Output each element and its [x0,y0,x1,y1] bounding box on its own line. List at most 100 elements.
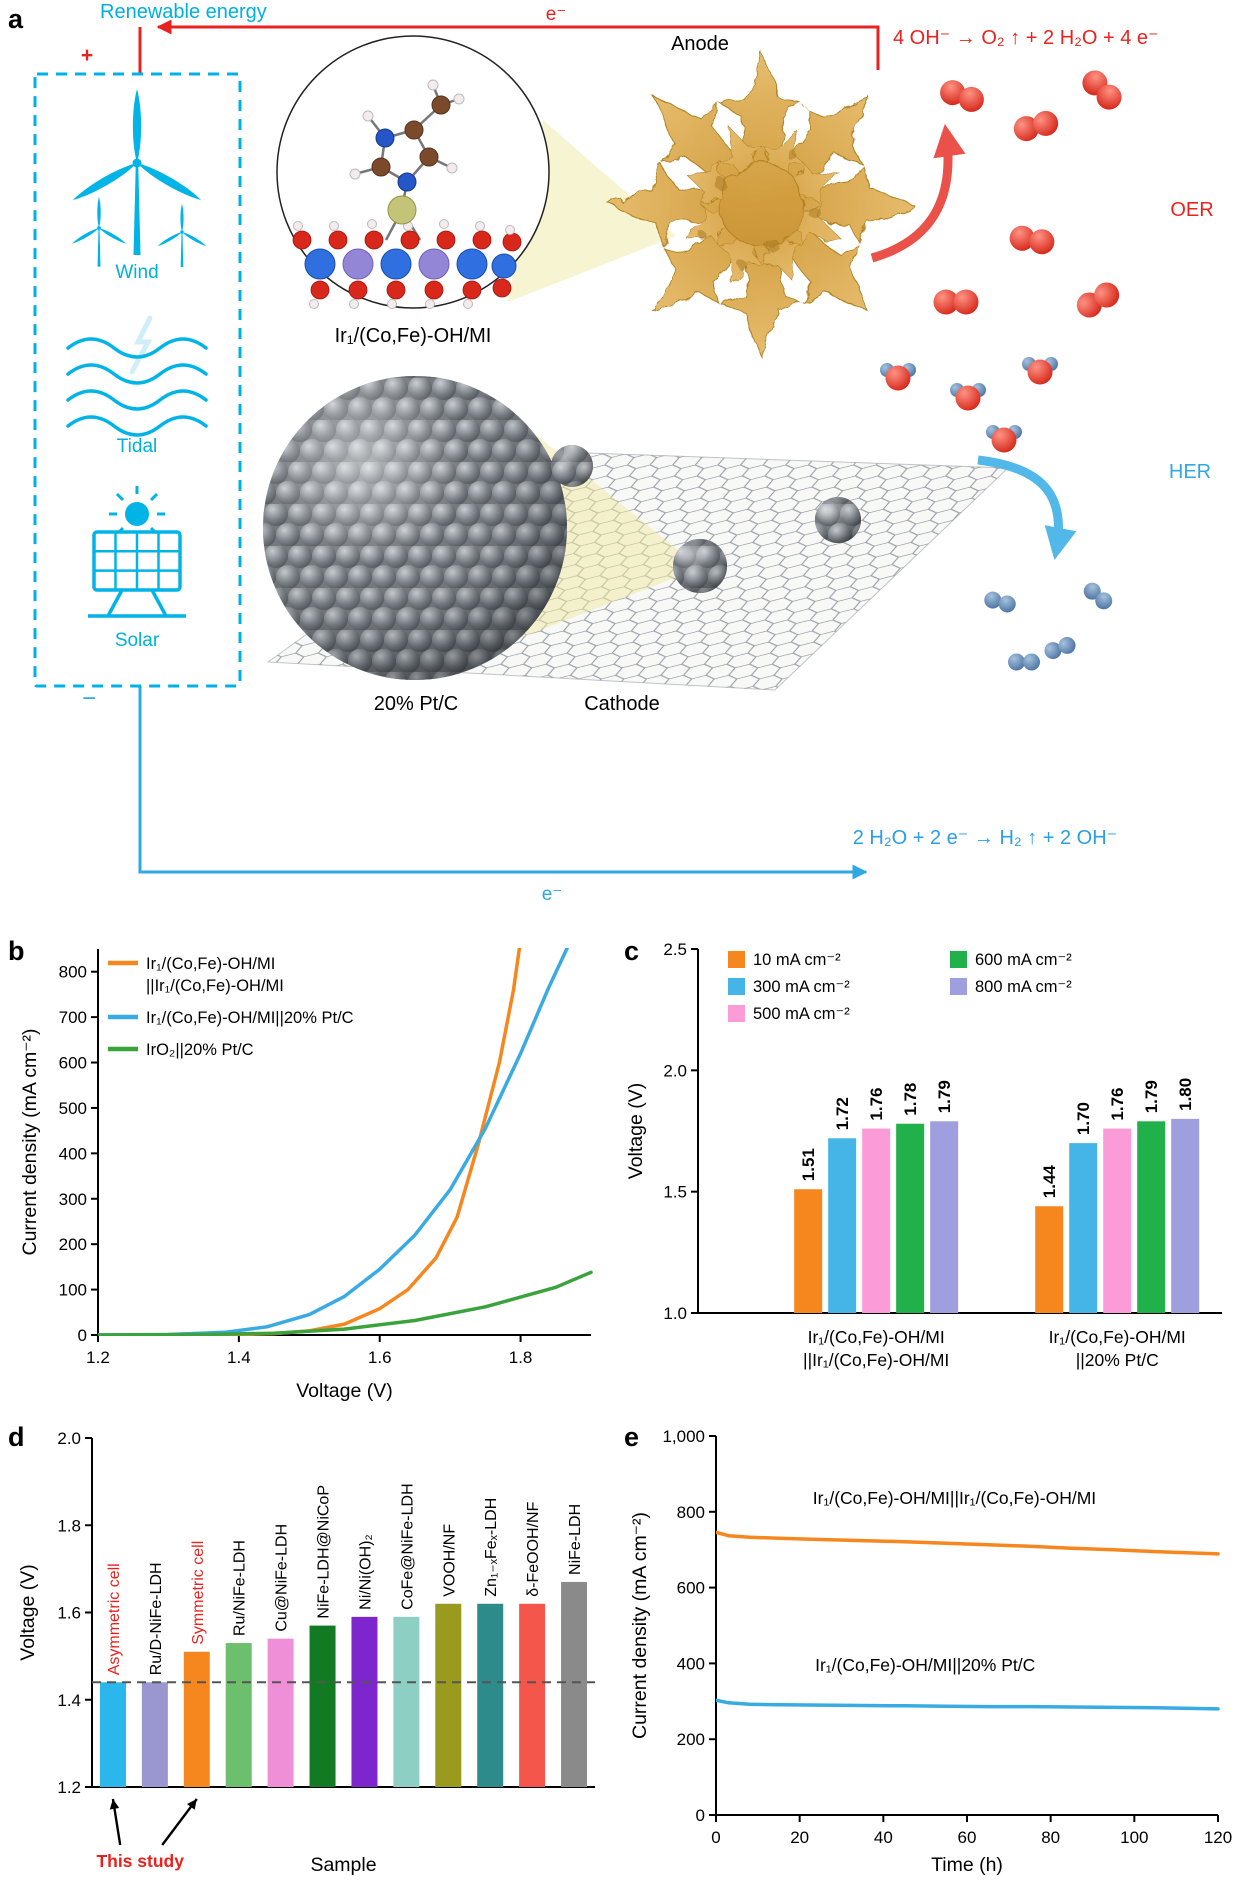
series-inline-label: Ir₁/(Co,Fe)-OH/MI||20% Pt/C [815,1655,1035,1675]
renewable-box [33,72,242,688]
bar-group1-series1 [1069,1143,1098,1313]
legend-label: 300 mA cm⁻² [753,978,850,996]
x-axis-label: Voltage (V) [296,1380,392,1402]
data-series-2 [98,1270,593,1336]
bar-11 [561,1581,588,1787]
bar-group1-series0 [1035,1206,1064,1313]
hydrogen-molecules [984,582,1113,671]
bar-value-label: 1.78 [901,1083,920,1116]
legend-swatch-1 [728,978,745,995]
x-tick-label: 20 [790,1828,809,1847]
x-tick-label: 1.4 [227,1348,251,1367]
bar-label: δ-FeOOH/NF [525,1501,542,1596]
circuit-wire-bottom [138,686,868,880]
bar-label: NiFe-LDH [567,1504,584,1575]
solar-label: Solar [115,630,160,651]
bar-3 [225,1643,252,1787]
bar-value-label: 1.51 [799,1148,818,1181]
group-label: ||Ir₁/(Co,Fe)-OH/MI [803,1350,949,1370]
y-tick-label: 600 [59,1054,87,1073]
x-tick-label: 1.8 [509,1348,533,1367]
y-tick-label: 200 [677,1730,705,1749]
y-tick-label: 0 [78,1326,87,1345]
y-tick-label: 600 [677,1579,705,1598]
legend-label: Ir₁/(Co,Fe)-OH/MI||20% Pt/C [146,1009,354,1027]
bar-5 [309,1625,336,1787]
legend-swatch-3 [950,951,967,968]
y-tick-label: 400 [59,1144,87,1163]
group-label: Ir₁/(Co,Fe)-OH/MI [1049,1327,1186,1347]
her-label: HER [1169,461,1211,483]
x-tick-label: 1.6 [368,1348,392,1367]
group-label: ||20% Pt/C [1076,1350,1159,1370]
renewable-energy-label: Renewable energy [100,1,267,23]
bar-8 [435,1603,462,1787]
y-tick-label: 1.4 [57,1691,81,1710]
minus-terminal: − [82,685,96,712]
x-axis-label: Time (h) [931,1854,1003,1876]
legend-label: 800 mA cm⁻² [975,978,1072,996]
panel-b-label: b [8,936,25,966]
x-tick-label: 120 [1204,1828,1232,1847]
group-label: Ir₁/(Co,Fe)-OH/MI [808,1327,945,1347]
oxygen-molecules [933,70,1122,318]
ptc-sphere [263,376,567,680]
bar-label: Ru/D-NiFe-LDH [148,1562,165,1675]
series-inline-label: Ir₁/(Co,Fe)-OH/MI||Ir₁/(Co,Fe)-OH/MI [813,1488,1096,1508]
bar-label: NiFe-LDH@NiCoP [316,1485,333,1619]
ptc-nanoparticles [551,445,861,593]
bar-6 [351,1616,378,1787]
oer-label: OER [1170,199,1213,221]
bar-value-label: 1.70 [1074,1102,1093,1135]
oer-arrow [870,123,966,263]
catalyst-label: Ir₁/(Co,Fe)-OH/MI [335,325,492,347]
legend-label: 10 mA cm⁻² [753,951,841,969]
y-axis-label: Current density (mA cm⁻²) [629,1512,651,1739]
y-tick-label: 1.6 [57,1604,81,1623]
bar-group0-series3 [896,1123,925,1313]
y-tick-label: 700 [59,1008,87,1027]
iridium-atom [387,195,417,225]
data-series-0 [98,948,522,1336]
y-tick-label: 800 [677,1503,705,1522]
ptc-label: 20% Pt/C [374,693,458,715]
bar-value-label: 1.44 [1040,1165,1059,1199]
plus-terminal: + [81,44,93,67]
bar-value-label: 1.76 [1108,1087,1127,1120]
electron-bottom-label: e⁻ [542,884,563,905]
bar-group1-series4 [1171,1118,1200,1313]
x-tick-label: 1.2 [86,1348,110,1367]
y-tick-label: 0 [696,1806,705,1825]
bar-group0-series2 [862,1128,891,1313]
bar-label: CoFe@NiFe-LDH [399,1483,416,1609]
y-tick-label: 1.5 [663,1183,687,1202]
legend-label: ||Ir₁/(Co,Fe)-OH/MI [146,977,284,995]
annotation-arrowhead [187,1799,197,1810]
wind-label: Wind [115,262,158,283]
data-series-0 [716,1530,1220,1556]
bar-10 [519,1603,546,1787]
catalyst-star-particle [609,52,915,358]
annotation-this-study: This study [96,1851,184,1871]
bar-group1-series2 [1103,1128,1132,1313]
x-axis-label: Sample [310,1854,376,1876]
data-series-1 [716,1698,1220,1711]
bar-group1-series3 [1137,1121,1166,1313]
solar-panel-icon [88,486,186,618]
panel-e-label: e [624,1422,640,1452]
oer-reaction: 4 OH⁻ → O₂ ↑ + 2 H₂O + 4 e⁻ [893,27,1159,49]
wind-turbine-icon [70,89,208,267]
panel-d-label: d [8,1422,25,1452]
bar-label: Asymmetric cell [106,1563,123,1675]
bar-label: VOOH/NF [441,1524,458,1597]
y-tick-label: 2.0 [663,1061,687,1080]
legend-label: 600 mA cm⁻² [975,951,1072,969]
legend-label: Ir₁/(Co,Fe)-OH/MI [146,955,275,973]
bar-group0-series1 [828,1138,857,1313]
anode-label: Anode [671,33,729,55]
